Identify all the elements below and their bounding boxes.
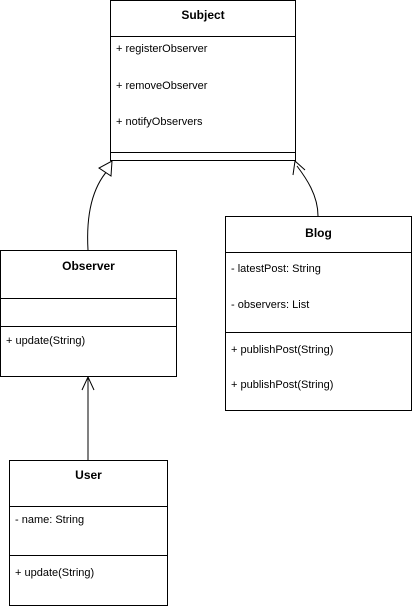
observer-to-subject-connector [87,169,109,251]
class-blog-name: Blog [226,217,411,253]
method-register-observer: + registerObserver [116,43,208,55]
attribute-latest-post: - latestPost: String [231,263,321,275]
class-observer[interactable]: Observer + update(String) [0,250,177,377]
user-to-observer-arrowhead [81,375,95,391]
method-update-user: + update(String) [15,567,95,579]
class-blog-methods: + publishPost(String) + publishPost(Stri… [226,333,411,410]
method-update-observer: + update(String) [6,335,86,347]
class-observer-methods: + update(String) [1,327,176,376]
blog-to-subject-arrowhead [292,160,306,176]
class-user-attributes: - name: String [10,507,167,556]
class-user-name: User [10,461,167,507]
observer-to-subject-arrowhead [98,160,113,177]
class-observer-name: Observer [1,251,176,299]
class-blog[interactable]: Blog - latestPost: String - observers: L… [225,216,412,411]
method-notify-observers: + notifyObservers [116,116,203,128]
class-subject[interactable]: Subject + registerObserver + removeObser… [110,0,296,161]
method-publish-post-1: + publishPost(String) [231,344,334,356]
class-subject-methods: + registerObserver + removeObserver + no… [111,37,295,153]
method-publish-post-2: + publishPost(String) [231,379,334,391]
class-subject-name: Subject [111,1,295,37]
method-remove-observer: + removeObserver [116,80,208,92]
attribute-name: - name: String [15,514,85,526]
class-user-methods: + update(String) [10,556,167,605]
class-user[interactable]: User - name: String + update(String) [9,460,168,606]
class-blog-attributes: - latestPost: String - observers: List [226,253,411,333]
class-subject-empty-section [111,153,295,160]
blog-to-subject-connector [296,165,319,217]
attribute-observers: - observers: List [231,299,310,311]
class-observer-attributes [1,299,176,327]
